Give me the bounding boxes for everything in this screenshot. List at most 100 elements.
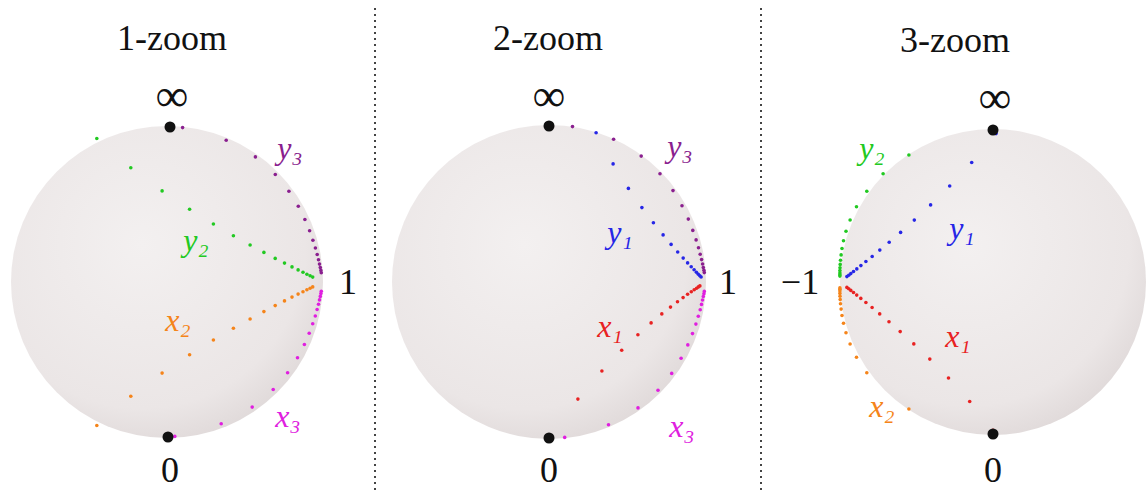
sequence-point <box>224 138 228 142</box>
sequence-point <box>848 218 852 222</box>
sequence-point <box>687 217 691 221</box>
sequence-point <box>649 321 653 325</box>
sequence-point <box>308 229 312 233</box>
sequence-point <box>286 371 290 375</box>
pole-dot <box>544 433 555 444</box>
sequence-point <box>878 312 882 316</box>
sequence-point <box>694 238 698 242</box>
sequence-label: y₃ <box>277 132 302 164</box>
sequence-point <box>254 155 258 159</box>
sequence-point <box>296 268 300 272</box>
sequence-point <box>700 303 704 307</box>
sequence-point <box>689 265 693 269</box>
sequence-point <box>907 153 911 157</box>
sequence-point <box>898 330 902 334</box>
sequence-point <box>855 356 859 360</box>
sequence-point <box>318 298 322 302</box>
sequence-point <box>870 306 874 310</box>
sequence-point <box>301 290 305 294</box>
sequence-point <box>913 218 917 222</box>
sequence-point <box>865 189 869 193</box>
sequence-point <box>212 338 216 342</box>
sequence-point <box>307 332 311 336</box>
sequence-point <box>838 298 842 302</box>
sequence-point <box>670 372 674 376</box>
sequence-point <box>838 263 842 267</box>
sequence-point <box>129 166 133 170</box>
axis-label: 1 <box>339 264 357 300</box>
sequence-point <box>600 369 604 373</box>
sequence-point <box>660 312 664 316</box>
sequence-point <box>640 206 644 210</box>
sequence-point <box>703 271 707 275</box>
sequence-point <box>698 253 702 257</box>
sequence-point <box>699 275 703 279</box>
sequence-point <box>283 261 287 265</box>
sequence-point <box>870 255 874 259</box>
sequence-point <box>845 286 849 290</box>
pole-dot <box>988 125 999 136</box>
sequence-point <box>839 253 843 257</box>
sequence-point <box>697 314 701 318</box>
sequence-label: x₃ <box>275 400 300 432</box>
sequence-point <box>656 388 660 392</box>
sequence-label: x₃ <box>669 410 694 442</box>
sequence-point <box>296 356 300 360</box>
sequence-point <box>928 357 932 361</box>
sequence-point <box>283 299 287 303</box>
sequence-point <box>840 247 844 251</box>
sequence-point <box>311 322 315 326</box>
sequence-point <box>248 243 252 247</box>
sequence-point <box>845 275 849 279</box>
sequence-point <box>320 290 324 294</box>
sequence-point <box>232 234 236 238</box>
sequence-point <box>681 256 685 260</box>
axis-label: 0 <box>984 452 1002 488</box>
sequence-point <box>95 137 99 141</box>
sequence-point <box>676 300 680 304</box>
sequence-point <box>639 154 643 158</box>
sequence-point <box>301 271 305 275</box>
axis-label: 3-zoom <box>900 22 1010 58</box>
sequence-label: x₂ <box>869 390 894 422</box>
sequence-point <box>855 267 859 271</box>
sequence-point <box>250 405 254 409</box>
sequence-point <box>297 205 301 209</box>
sequence-point <box>676 250 680 254</box>
riemann-sphere <box>840 129 1146 435</box>
sequence-point <box>948 184 952 188</box>
sequence-point <box>881 172 885 176</box>
sequence-label: x₁ <box>597 310 622 342</box>
panel-separator <box>374 8 376 490</box>
sequence-point <box>320 271 324 275</box>
sequence-label: y₁ <box>949 212 974 244</box>
sequence-point <box>859 297 863 301</box>
pole-dot <box>163 432 174 443</box>
sequence-point <box>907 407 911 411</box>
sequence-point <box>317 302 321 306</box>
pole-dot <box>544 121 555 132</box>
sequence-point <box>305 288 309 292</box>
sequence-point <box>563 436 567 440</box>
sequence-point <box>848 342 852 346</box>
sequence-label: x₁ <box>945 320 970 352</box>
sequence-point <box>842 322 846 326</box>
pole-dot <box>988 429 999 440</box>
sequence-point <box>305 273 309 277</box>
sequence-point <box>232 327 236 331</box>
pole-dot <box>165 122 176 133</box>
sequence-point <box>271 388 275 392</box>
sequence-point <box>652 221 656 225</box>
sequence-point <box>686 293 690 297</box>
sequence-label: y₃ <box>667 130 692 162</box>
axis-label: 1 <box>719 264 737 300</box>
sequence-point <box>173 435 177 439</box>
sequence-point <box>838 274 842 278</box>
sequence-point <box>95 424 99 428</box>
sequence-point <box>842 239 846 243</box>
sequence-point <box>571 125 575 129</box>
sequence-point <box>576 397 580 401</box>
axis-label: 0 <box>540 452 558 488</box>
sequence-point <box>697 246 701 250</box>
sequence-point <box>700 258 704 262</box>
